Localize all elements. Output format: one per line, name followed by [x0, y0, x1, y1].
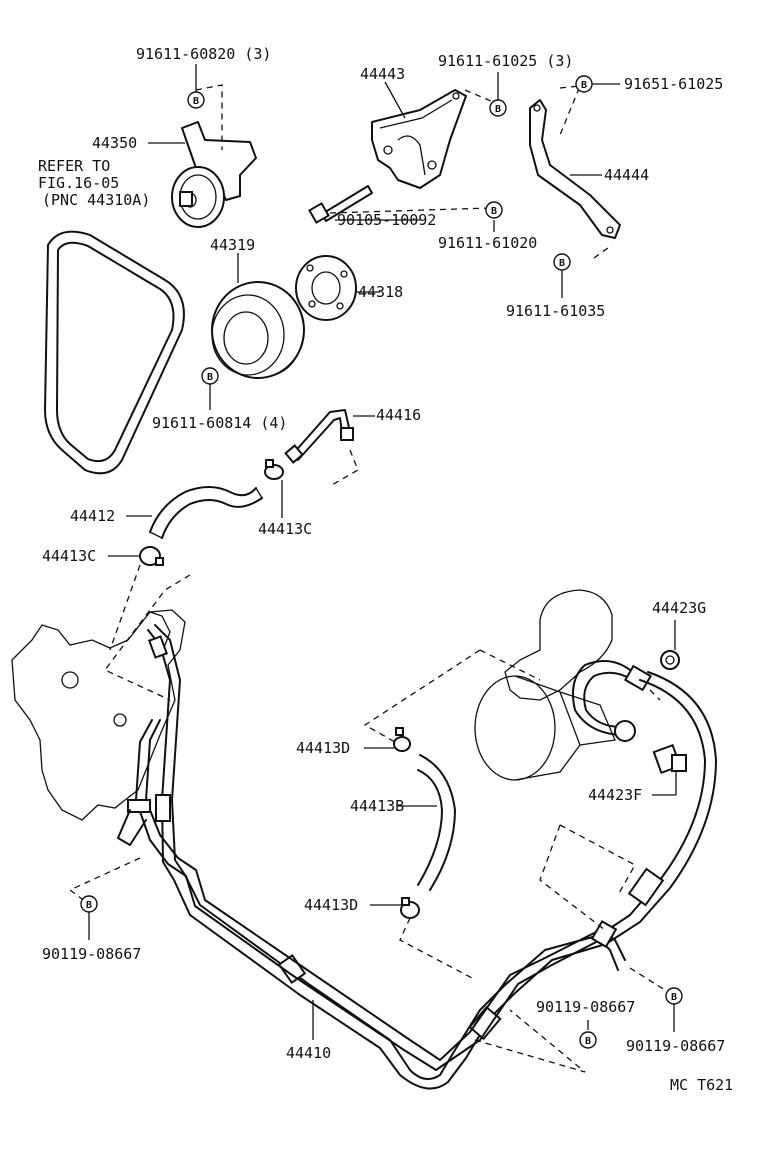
pressure-tube-loop	[572, 660, 653, 742]
return-hose-44413b	[417, 754, 456, 891]
drawing-code: MC T621	[670, 1076, 733, 1094]
brace-44444	[529, 99, 621, 239]
svg-text:B: B	[495, 104, 501, 115]
bolt-90105	[308, 185, 373, 224]
leader-lines	[88, 64, 677, 1040]
label-91611-60820: 91611-60820 (3)	[136, 45, 271, 63]
refer-note-line-2: FIG.16-05	[38, 174, 119, 192]
bolt-symbol-2: B	[489, 99, 507, 117]
clamp-44413d-upper	[393, 727, 411, 752]
svg-text:B: B	[581, 80, 587, 91]
pressure-hose-44410	[147, 624, 717, 1090]
bolt-symbol-3: B	[575, 75, 593, 93]
label-90105-10092: 90105-10092	[337, 211, 436, 229]
bolt-symbol-4: B	[485, 201, 503, 219]
pipe-44416	[284, 409, 354, 464]
label-91611-60814: 91611-60814 (4)	[152, 414, 287, 432]
bolt-symbol-5: B	[553, 253, 571, 271]
label-44413b: 44413B	[350, 797, 404, 815]
label-44423g: 44423G	[652, 599, 706, 617]
label-44413c-lower: 44413C	[42, 547, 96, 565]
drive-belt	[44, 230, 185, 475]
label-91611-61020: 91611-61020	[438, 234, 537, 252]
clamp-44413c-lower	[139, 546, 164, 566]
bolt-symbol-9: B	[579, 1031, 597, 1049]
label-44416: 44416	[376, 406, 421, 424]
refer-note-line-3: (PNC 44310A)	[42, 191, 150, 209]
bolt-symbol-6: B	[201, 367, 219, 385]
crank-pulley	[211, 281, 305, 379]
bolt-symbol-8: B	[665, 987, 683, 1005]
bolt-symbol-7: B	[80, 895, 98, 913]
clamp-44413d-lower	[400, 897, 420, 919]
bolt-symbol-1: B	[187, 91, 205, 109]
label-44413d-lower: 44413D	[304, 896, 358, 914]
clamp-44413c-upper	[264, 459, 284, 480]
label-44412: 44412	[70, 507, 115, 525]
label-44410: 44410	[286, 1044, 331, 1062]
svg-text:B: B	[671, 992, 677, 1003]
hose-44412	[149, 486, 263, 539]
steering-gear-housing	[474, 589, 616, 781]
label-91651-61025: 91651-61025	[624, 75, 723, 93]
union-bolt-44423f	[652, 743, 687, 775]
label-91611-61035: 91611-61035	[506, 302, 605, 320]
label-90119-08667-right: 90119-08667	[626, 1037, 725, 1055]
svg-text:B: B	[585, 1036, 591, 1047]
label-44444: 44444	[604, 166, 649, 184]
label-90119-08667-mid: 90119-08667	[536, 998, 635, 1016]
label-44413c-upper: 44413C	[258, 520, 312, 538]
svg-text:B: B	[559, 258, 565, 269]
label-44413d-upper: 44413D	[296, 739, 350, 757]
refer-note-line-1: REFER TO	[38, 157, 110, 175]
label-44350: 44350	[92, 134, 137, 152]
pulley-plate	[295, 255, 357, 321]
assembly-dashed-lines	[68, 84, 666, 1073]
clamp-44423g	[660, 650, 680, 670]
label-44318: 44318	[358, 283, 403, 301]
label-91611-61025: 91611-61025 (3)	[438, 52, 573, 70]
label-44319: 44319	[210, 236, 255, 254]
label-44443: 44443	[360, 65, 405, 83]
label-90119-08667-left: 90119-08667	[42, 945, 141, 963]
svg-text:B: B	[207, 372, 213, 383]
svg-text:B: B	[193, 96, 199, 107]
svg-text:B: B	[491, 206, 497, 217]
svg-text:B: B	[86, 900, 92, 911]
label-44423f: 44423F	[588, 786, 642, 804]
bracket-44443	[371, 89, 467, 189]
return-tube	[117, 719, 626, 1071]
idler-pulley-assembly	[171, 121, 257, 228]
